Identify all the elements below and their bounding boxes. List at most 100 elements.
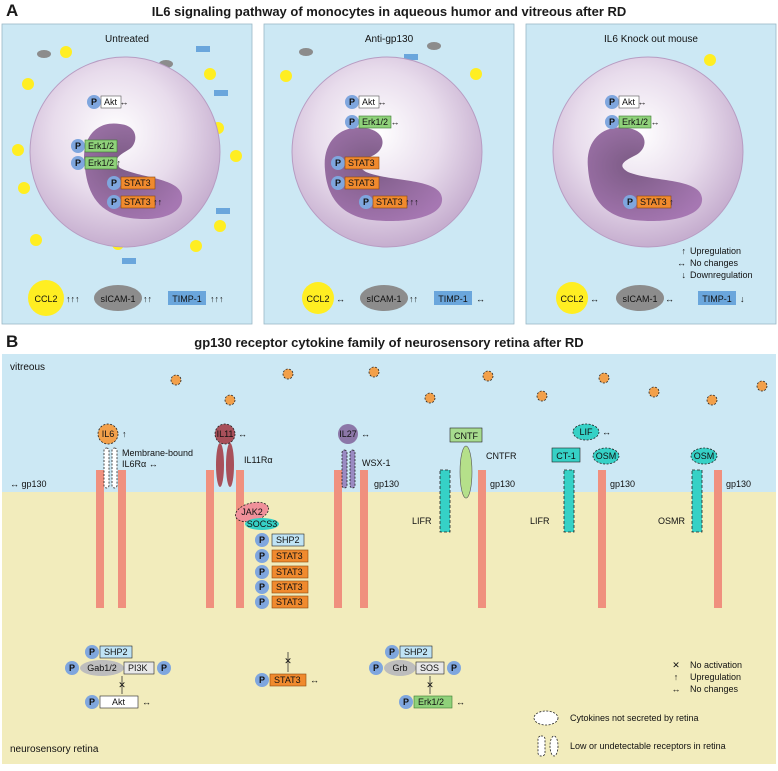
section-b-letter: B	[6, 332, 18, 351]
stat3-label: STAT3	[276, 551, 303, 561]
sicam-change: ↑↑	[409, 294, 418, 304]
erk-label: Erk1/2	[88, 141, 114, 151]
gp130-label: gp130	[374, 479, 399, 489]
svg-text:P: P	[389, 647, 395, 657]
cntf-complex: CNTF CNTFR LIFR	[412, 427, 517, 533]
phospho-icon	[605, 115, 619, 129]
erk-label: Erk1/2 ↔	[362, 117, 400, 127]
osm-label: OSM	[694, 451, 715, 461]
svg-text:P: P	[349, 97, 355, 107]
svg-text:P: P	[89, 697, 95, 707]
il6-complex: IL6 ↑ Membrane-bound IL6Rα ↔	[97, 423, 193, 489]
cntf-label: CNTF	[454, 431, 478, 441]
nucleus	[324, 127, 443, 222]
phospho-icon	[623, 195, 637, 209]
svg-text:sICAM-1: sICAM-1	[622, 294, 657, 304]
svg-text:↔: ↔	[672, 684, 681, 694]
shp2-label: SHP2	[104, 647, 128, 657]
phospho-icon	[331, 176, 345, 190]
phospho-icon	[331, 156, 345, 170]
il6ra-label: Membrane-bound	[122, 448, 193, 458]
section-a-title: IL6 signaling pathway of monocytes in aq…	[152, 4, 627, 19]
osm-complex: OSM OSMR	[658, 447, 718, 533]
svg-text:P: P	[609, 117, 615, 127]
grb-label: Grb	[392, 663, 407, 673]
sicam-marker	[616, 285, 664, 311]
vitreous-region	[2, 354, 776, 492]
svg-text:P: P	[91, 97, 97, 107]
section-a-letter: A	[6, 1, 18, 20]
stat3-label: STAT3 ↑↑	[124, 197, 162, 207]
svg-text:No changes: No changes	[690, 684, 739, 694]
lif-label: LIF	[579, 427, 593, 437]
svg-text:P: P	[335, 158, 341, 168]
svg-text:P: P	[259, 582, 265, 592]
svg-text:P: P	[363, 197, 369, 207]
ccl2-change: ↔	[336, 294, 345, 304]
akt-label: Akt ↔	[622, 97, 647, 107]
svg-text:TIMP-1: TIMP-1	[702, 294, 732, 304]
free-cytokines	[170, 366, 768, 406]
svg-text:P: P	[259, 551, 265, 561]
il6-label: IL6	[102, 429, 115, 439]
svg-text:TIMP-1: TIMP-1	[438, 294, 468, 304]
timp-marker	[434, 291, 472, 305]
wsx1-label: WSX-1	[362, 458, 391, 468]
ccl2-change: ↔	[590, 294, 599, 304]
svg-text:P: P	[451, 663, 457, 673]
gp130-label: gp130	[726, 479, 751, 489]
il6-change: ↑	[122, 429, 127, 439]
svg-text:↓: ↓	[682, 270, 687, 280]
ccl2-change: ↑↑↑	[66, 294, 80, 304]
erk-label: Erk1/2 ↑	[88, 158, 121, 168]
osm-label: OSM	[596, 451, 617, 461]
ccl2-particle	[704, 54, 716, 66]
legend-b: ✕ No activation ↑ Upregulation ↔ No chan…	[533, 660, 742, 757]
phospho-icon	[107, 176, 121, 190]
akt-label: Akt	[112, 697, 126, 707]
ccl2-particles	[280, 68, 482, 82]
panel-il6-knockout: IL6 Knock out mouse P Akt ↔ P Erk1/2 ↔ P…	[525, 23, 777, 325]
stat3-label: STAT3	[276, 582, 303, 592]
svg-text:P: P	[259, 675, 265, 685]
svg-text:P: P	[259, 535, 265, 545]
stat3-label: STAT3	[276, 567, 303, 577]
panel-anti-gp130: Anti-gp130 P Akt ↔ P Erk1/2 ↔ P STAT3 P …	[263, 23, 515, 325]
svg-text:↔: ↔	[677, 258, 686, 268]
svg-text:CCL2: CCL2	[34, 294, 57, 304]
svg-text:P: P	[259, 597, 265, 607]
sicam-marker	[360, 285, 408, 311]
phospho-icon	[107, 195, 121, 209]
sicam-marker	[94, 285, 142, 311]
svg-text:P: P	[259, 567, 265, 577]
svg-text:P: P	[75, 158, 81, 168]
svg-text:No activation: No activation	[690, 660, 742, 670]
nucleus	[587, 127, 703, 222]
svg-text:P: P	[403, 697, 409, 707]
svg-text:P: P	[373, 663, 379, 673]
svg-text:P: P	[75, 141, 81, 151]
phospho-icon	[345, 115, 359, 129]
stat3-label: STAT3 ↑	[640, 197, 674, 207]
section-b-title: gp130 receptor cytokine family of neuros…	[194, 335, 583, 350]
timp-particles	[122, 46, 230, 264]
stat3-label: STAT3	[348, 178, 375, 188]
il11-change: ↔	[238, 429, 247, 439]
lif-complex: LIF ↔ CT-1 OSM LIFR	[530, 423, 620, 533]
jak2-label: JAK2	[241, 507, 263, 517]
phospho-icon	[71, 156, 85, 170]
sicam-particles	[299, 42, 441, 56]
il11-complex: IL11 ↔ IL11Rα	[214, 423, 273, 487]
sicam-change: ↔	[665, 294, 674, 304]
retina-region	[2, 492, 776, 764]
cntfr-label: CNTFR	[486, 451, 517, 461]
pi3k-label: PI3K	[128, 663, 148, 673]
timp-change: ↔	[476, 294, 485, 304]
il27-change: ↔	[361, 429, 370, 439]
sos-label: SOS	[420, 663, 439, 673]
gab-label: Gab1/2	[87, 663, 117, 673]
svg-text:Downregulation: Downregulation	[690, 270, 753, 280]
erk-label: Erk1/2	[418, 697, 444, 707]
svg-text:TIMP-1: TIMP-1	[172, 294, 202, 304]
